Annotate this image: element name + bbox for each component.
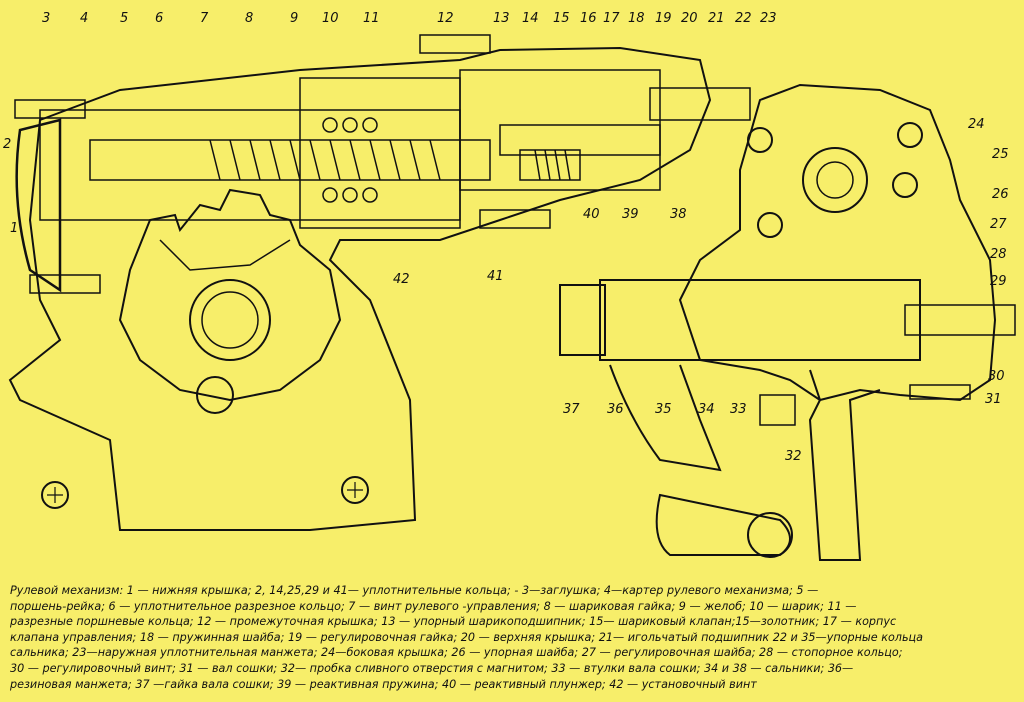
callout-14: 14 bbox=[522, 11, 539, 26]
callout-24: 24 bbox=[968, 117, 985, 132]
caption-line: сальника; 23—наружная уплотнительная ман… bbox=[10, 646, 903, 660]
callout-5: 5 bbox=[120, 11, 128, 26]
callout-30: 30 bbox=[988, 369, 1005, 384]
caption-line: резиновая манжета; 37 —гайка вала сошки;… bbox=[10, 677, 757, 691]
figure-caption: Рулевой механизм: 1 — нижняя крышка; 2, … bbox=[10, 583, 1014, 692]
callout-6: 6 bbox=[155, 11, 163, 26]
callout-9: 9 bbox=[290, 11, 298, 26]
callout-20: 20 bbox=[681, 11, 698, 26]
callout-23: 23 bbox=[760, 11, 777, 26]
callout-labels: 1 2 3 4 5 6 7 8 9 10 11 12 13 14 15 16 1… bbox=[3, 11, 1009, 464]
callout-2: 2 bbox=[3, 137, 11, 152]
caption-line: поршень-рейка; 6 — уплотнительное разрез… bbox=[10, 599, 857, 613]
housing-cross-section bbox=[559, 83, 1016, 561]
callout-37: 37 bbox=[563, 402, 580, 417]
callout-13: 13 bbox=[493, 11, 510, 26]
callout-22: 22 bbox=[735, 11, 752, 26]
callout-33: 33 bbox=[730, 402, 747, 417]
caption-line: разрезные поршневые кольца; 12 — промежу… bbox=[10, 615, 897, 629]
callout-38: 38 bbox=[670, 207, 687, 222]
callout-28: 28 bbox=[990, 247, 1007, 262]
callout-40: 40 bbox=[583, 207, 600, 222]
callout-42: 42 bbox=[393, 272, 410, 287]
callout-17: 17 bbox=[603, 11, 620, 26]
callout-12: 12 bbox=[437, 11, 454, 26]
caption-line: 30 — регулировочный винт; 31 — вал сошки… bbox=[10, 661, 854, 675]
callout-3: 3 bbox=[42, 11, 50, 26]
callout-35: 35 bbox=[655, 402, 672, 417]
callout-39: 39 bbox=[622, 207, 639, 222]
callout-10: 10 bbox=[322, 11, 339, 26]
callout-32: 32 bbox=[785, 449, 802, 464]
callout-36: 36 bbox=[607, 402, 624, 417]
callout-25: 25 bbox=[992, 147, 1009, 162]
callout-21: 21 bbox=[708, 11, 725, 26]
callout-7: 7 bbox=[200, 11, 209, 26]
bolts bbox=[14, 34, 551, 294]
callout-26: 26 bbox=[992, 187, 1009, 202]
piston-rack-and-screw bbox=[89, 117, 661, 203]
callout-11: 11 bbox=[363, 11, 380, 26]
sector-gear bbox=[41, 188, 369, 509]
callout-27: 27 bbox=[990, 217, 1007, 232]
callout-15: 15 bbox=[553, 11, 570, 26]
caption-line: клапана управления; 18 — пружинная шайба… bbox=[10, 630, 924, 644]
caption-line: Рулевой механизм: 1 — нижняя крышка; 2, … bbox=[10, 584, 819, 597]
callout-31: 31 bbox=[985, 392, 1002, 407]
callout-4: 4 bbox=[80, 11, 88, 26]
callout-29: 29 bbox=[990, 274, 1007, 289]
housing-longitudinal-section bbox=[8, 46, 751, 531]
steering-mechanism-drawing: 1 2 3 4 5 6 7 8 9 10 11 12 13 14 15 16 1… bbox=[3, 11, 1016, 561]
callout-16: 16 bbox=[580, 11, 597, 26]
callout-34: 34 bbox=[698, 402, 715, 417]
callout-1: 1 bbox=[10, 221, 18, 236]
callout-41: 41 bbox=[487, 269, 504, 284]
callout-18: 18 bbox=[628, 11, 645, 26]
callout-19: 19 bbox=[655, 11, 672, 26]
callout-8: 8 bbox=[245, 11, 253, 26]
